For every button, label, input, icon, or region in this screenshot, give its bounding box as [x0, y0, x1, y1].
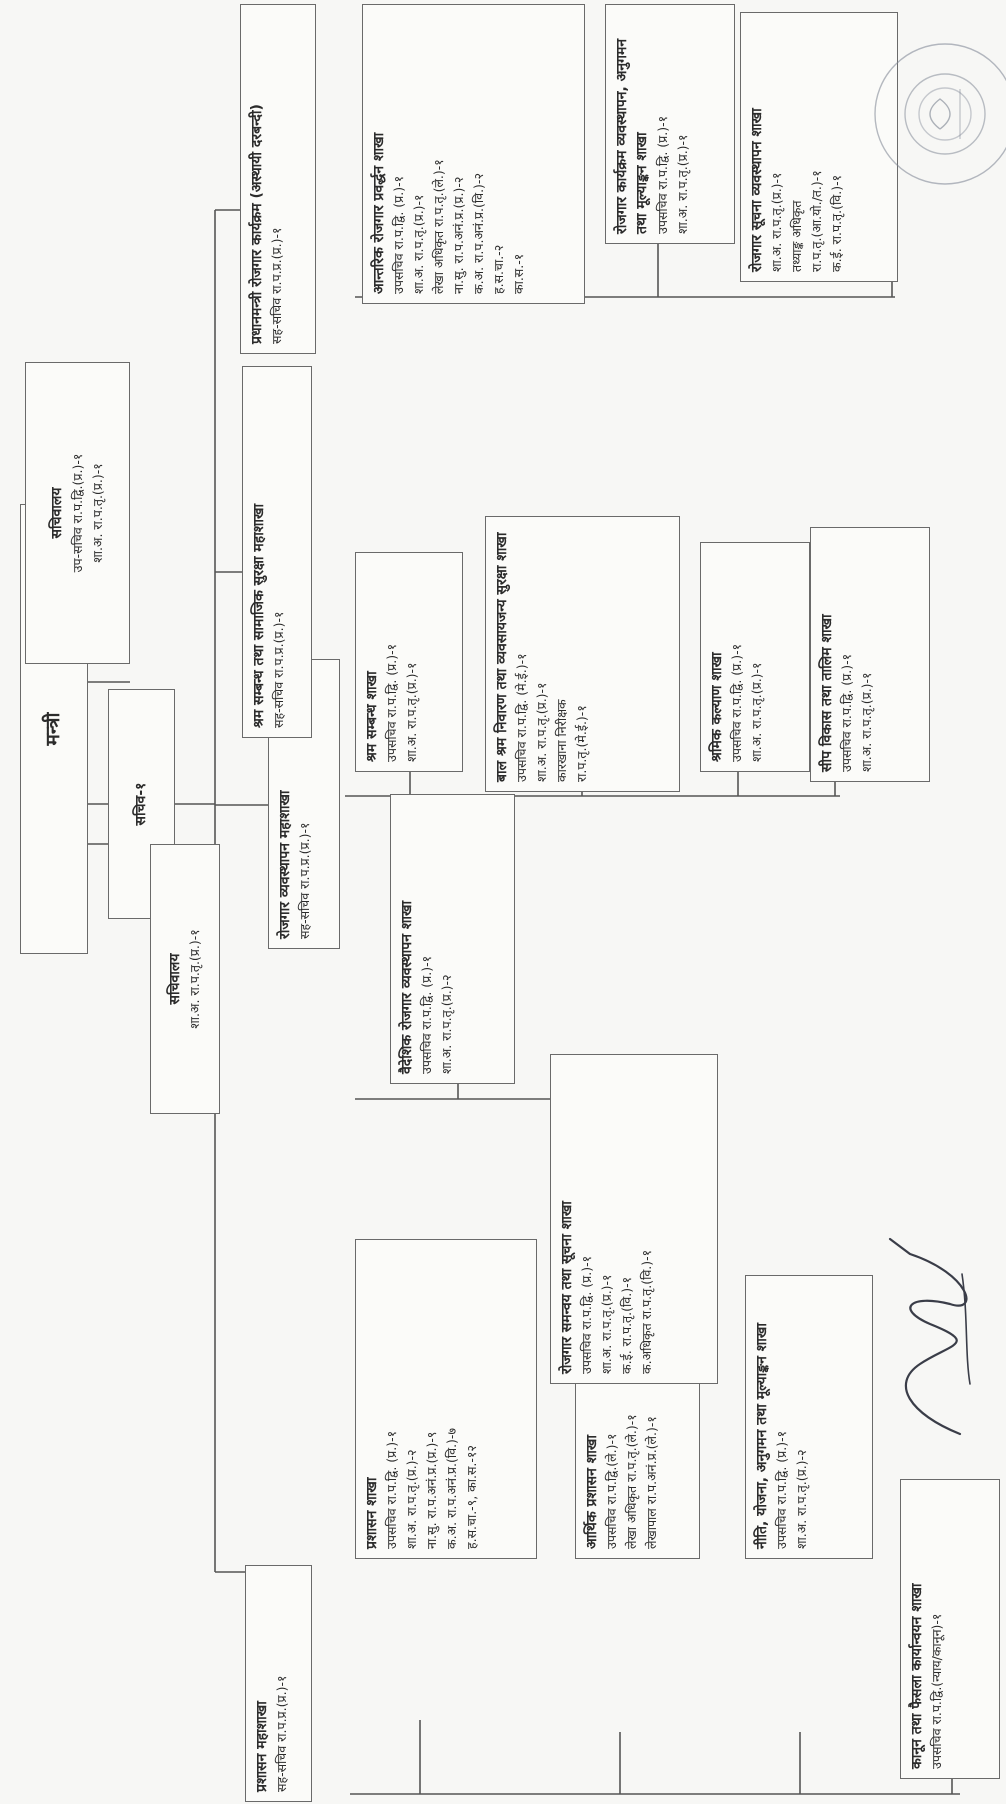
section-child-labour: बाल श्रम निवारण तथा व्यवसायजन्य सुरक्षा … [485, 516, 680, 792]
section-title: प्रशासन शाखा [364, 1477, 380, 1549]
section-line: रा.प.तृ.(मे.ई.)-१ [574, 705, 590, 782]
section-title: रोजगार सूचना व्यवस्थापन शाखा [749, 108, 765, 272]
section-line: शा.अ. रा.प.तृ.(प्र.)-१ [674, 134, 690, 234]
section-line: उपसचिव रा.प.द्वि. (प्र.)-१ [419, 955, 435, 1074]
section-line: क.अ. रा.प.अनं.प्र.(वि.)-७ [444, 1428, 460, 1549]
ministry-seal [874, 43, 1006, 185]
section-administration: प्रशासन शाखा उपसचिव रा.प.द्वि. (प्र.)-१ … [355, 1239, 537, 1559]
section-line: ह.स.चा.-९, का.स.-१२ [464, 1445, 480, 1549]
section-line: का.स.-१ [511, 253, 527, 294]
section-line: क.ई. रा.प.तृ.(वि.)-१ [829, 174, 845, 272]
section-line: उपसचिव रा.प.द्वि. (प्र.)-१ [774, 1430, 790, 1549]
secretariat-left-title: सचिवालय [166, 953, 183, 1005]
section-domestic-employment: आन्तरिक रोजगार प्रवर्द्धन शाखा उपसचिव रा… [362, 4, 585, 304]
secretariat-top-title: सचिवालय [49, 487, 66, 539]
section-line: शा.अ. रा.प.तृ.(प्र.)-२ [439, 974, 455, 1074]
division-labour-head: सह-सचिव रा.प.प्र.(प्र.)-१ [271, 611, 287, 728]
section-policy-planning: नीति, योजना, अनुगमन तथा मूल्याङ्कन शाखा … [745, 1275, 873, 1559]
division-pm-head: सह-सचिव रा.प.प्र.(प्र.)-१ [269, 227, 285, 344]
section-labour-relations: श्रम सम्बन्ध शाखा उपसचिव रा.प.द्वि. (प्र… [355, 552, 463, 772]
section-line: शा.अ. रा.प.तृ.(प्र.)-१ [534, 682, 550, 782]
section-line: ह.स.चा.-२ [491, 244, 507, 294]
section-foreign-employment: वैदेशिक रोजगार व्यवस्थापन शाखा उपसचिव रा… [390, 794, 515, 1084]
section-line: उपसचिव रा.प.द्वि. (प्र.)-१ [384, 643, 400, 762]
division-admin-head: सह-सचिव रा.प.प्र.(प्र.)-१ [274, 1675, 290, 1792]
section-line: शा.अ. रा.प.तृ.(प्र.)-१ [769, 172, 785, 272]
section-title: आन्तरिक रोजगार प्रवर्द्धन शाखा [371, 132, 387, 294]
section-line: लेखा अधिकृत रा.प.तृ.(ले.)-१ [431, 159, 447, 294]
section-title: सीप विकास तथा तालिम शाखा [819, 614, 835, 772]
section-line: शा.अ. रा.प.तृ.(प्र.)-२ [404, 1449, 420, 1549]
section-title: श्रमिक कल्याण शाखा [709, 652, 725, 762]
section-line: रा.प.तृ.(आ.यो./त.)-१ [809, 170, 825, 272]
section-line: शा.अ. रा.प.तृ.(प्र.)-१ [404, 662, 420, 762]
section-line: उपसचिव रा.प.द्वि. (प्र.)-१ [729, 643, 745, 762]
section-line: शा.अ. रा.प.तृ.(प्र.)-१ [411, 194, 427, 294]
section-line: उपसचिव रा.प.द्वि. (प्र.)-१ [384, 1430, 400, 1549]
secretariat-top-box: सचिवालय उप-सचिव रा.प.द्वि.(प्र.)-१ शा.अ.… [25, 362, 130, 664]
section-title: बाल श्रम निवारण तथा व्यवसायजन्य सुरक्षा … [494, 532, 510, 782]
section-title: वैदेशिक रोजगार व्यवस्थापन शाखा [399, 900, 415, 1074]
section-title: रोजगार कार्यक्रम व्यवस्थापन, अनुगमन तथा … [614, 38, 651, 234]
secretariat-top-line: उप-सचिव रा.प.द्वि.(प्र.)-१ [69, 453, 85, 573]
section-employment-monitoring: रोजगार कार्यक्रम व्यवस्थापन, अनुगमन तथा … [605, 4, 735, 244]
section-employment-coordination: रोजगार समन्वय तथा सूचना शाखा उपसचिव रा.प… [550, 1054, 718, 1384]
secretary-title: सचिव-१ [133, 782, 150, 826]
section-line: क.ई. रा.प.तृ.(वि.)-१ [619, 1276, 635, 1374]
section-title: नीति, योजना, अनुगमन तथा मूल्याङ्कन शाखा [754, 1323, 770, 1549]
section-line: उपसचिव रा.प.द्वि. (मे.ई.)-१ [514, 653, 530, 782]
secretariat-left-line: शा.अ. रा.प.तृ.(प्र.)-१ [187, 929, 203, 1029]
section-line: उपसचिव रा.प.द्वि.(न्याय/कानून)-१ [929, 1613, 945, 1769]
section-line: क.अ. रा.प.अनं.प्र.(वि.)-२ [471, 173, 487, 294]
section-line: कारखाना निरीक्षक [554, 699, 570, 782]
section-line: ना.सु. रा.प.अनं.प्र.(प्र.)-९ [424, 1431, 440, 1549]
minister-title: मन्त्री [42, 712, 65, 746]
signature [888, 1237, 971, 1436]
section-line: उपसचिव रा.प.द्वि. (प्र.)-१ [391, 175, 407, 294]
division-admin: प्रशासन महाशाखा सह-सचिव रा.प.प्र.(प्र.)-… [245, 1565, 312, 1802]
secretariat-top-line: शा.अ. रा.प.तृ.(प्र.)-१ [89, 463, 105, 563]
section-title: कानून तथा फैसला कार्यान्वयन शाखा [909, 1583, 925, 1769]
division-pm-programme: प्रधानमन्त्री रोजगार कार्यक्रम (अस्थायी … [240, 4, 316, 354]
section-line: शा.अ. रा.प.तृ.(प्र.)-१ [749, 662, 765, 762]
section-line: शा.अ. रा.प.तृ.(प्र.)-१ [599, 1274, 615, 1374]
section-skill-training: सीप विकास तथा तालिम शाखा उपसचिव रा.प.द्व… [810, 527, 930, 782]
section-title: रोजगार समन्वय तथा सूचना शाखा [559, 1201, 575, 1374]
section-title: श्रम सम्बन्ध शाखा [364, 671, 380, 762]
section-line: तथ्याङ्क अधिकृत [789, 200, 805, 272]
division-labour-title: श्रम सम्बन्ध तथा सामाजिक सुरक्षा महाशाखा [251, 503, 267, 728]
section-worker-welfare: श्रमिक कल्याण शाखा उपसचिव रा.प.द्वि. (प्… [700, 542, 810, 772]
section-line: क.अधिकृत रा.प.तृ.(वि.)-१ [639, 1249, 655, 1374]
division-labour: श्रम सम्बन्ध तथा सामाजिक सुरक्षा महाशाखा… [242, 366, 312, 738]
section-law-verdict: कानून तथा फैसला कार्यान्वयन शाखा उपसचिव … [900, 1479, 1000, 1779]
division-pm-title: प्रधानमन्त्री रोजगार कार्यक्रम (अस्थायी … [249, 104, 265, 344]
section-line: उपसचिव रा.प.द्वि. (प्र.)-१ [654, 115, 670, 234]
section-line: उपसचिव रा.प.द्वि. (प्र.)-१ [839, 653, 855, 772]
section-line: शा.अ. रा.प.तृ.(प्र.)-२ [794, 1449, 810, 1549]
division-admin-title: प्रशासन महाशाखा [254, 1701, 270, 1792]
section-line: शा.अ. रा.प.तृ.(प्र.)-१ [859, 672, 875, 772]
section-line: उपसचिव रा.प.द्वि. (प्र.)-१ [579, 1255, 595, 1374]
secretariat-left-box: सचिवालय शा.अ. रा.प.तृ.(प्र.)-१ [150, 844, 220, 1114]
section-line: ना.सु. रा.प.अनं.प्र.(प्र.)-२ [451, 176, 467, 294]
